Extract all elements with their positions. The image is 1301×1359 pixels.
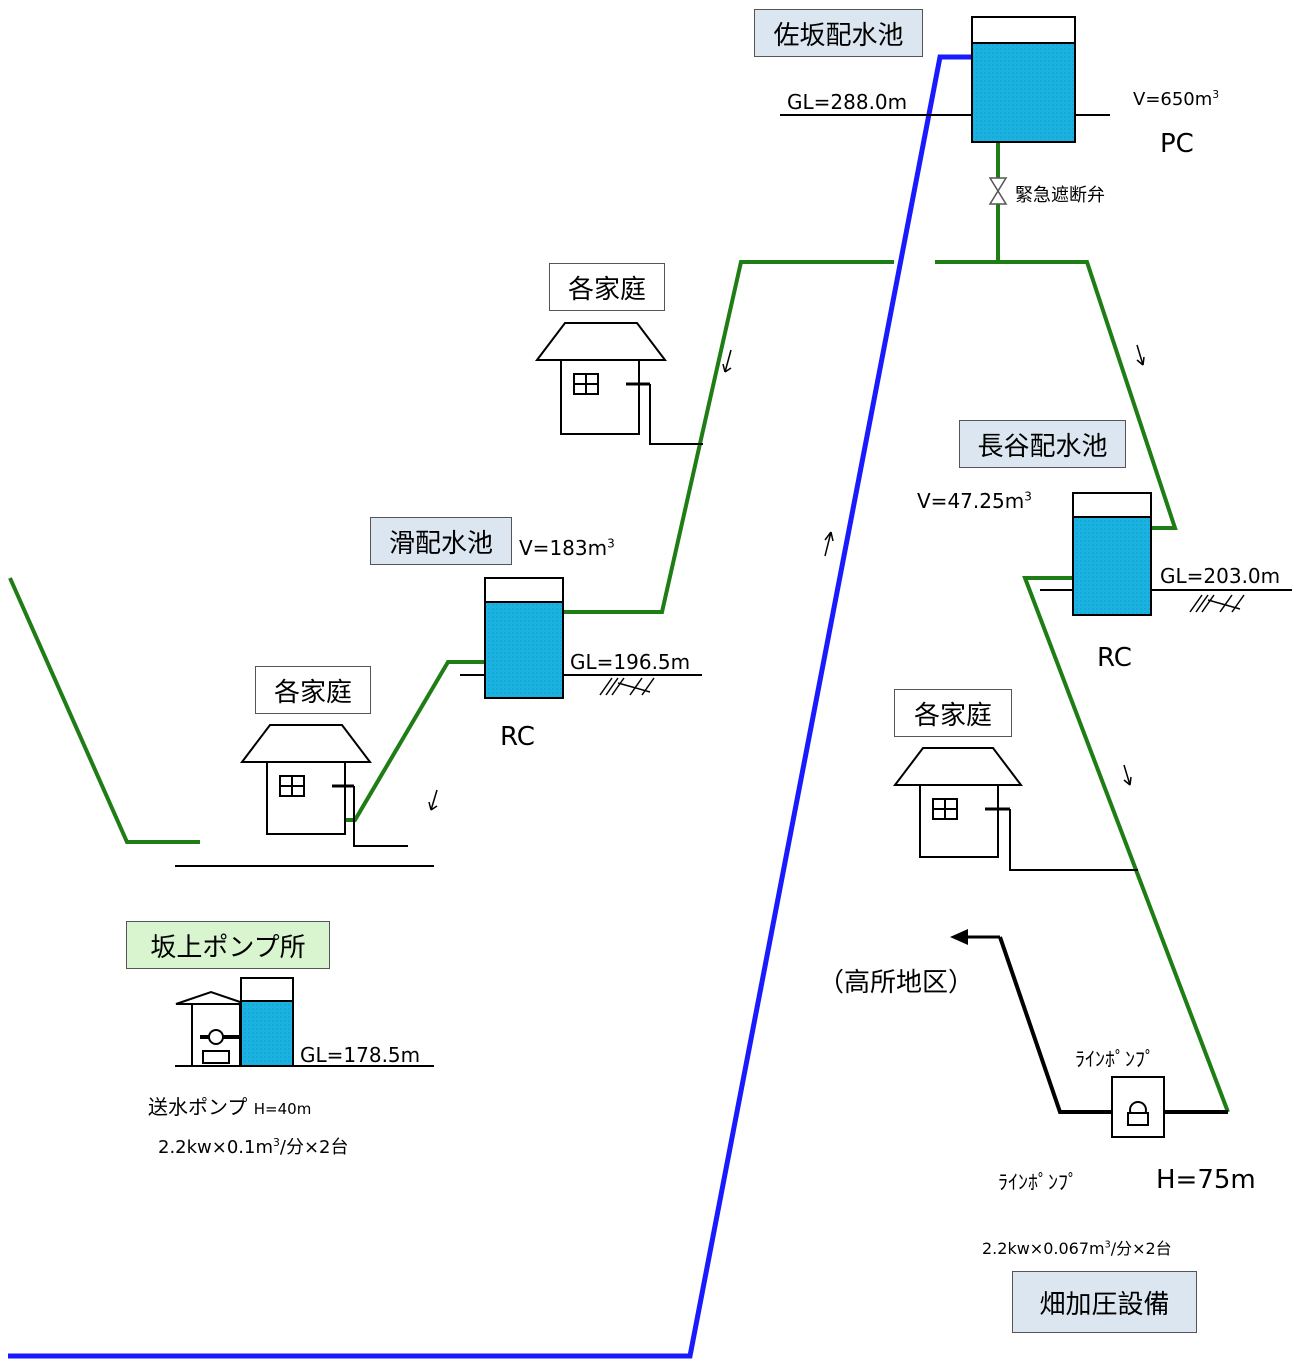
hase-reservoir-label: 長谷配水池 [959, 420, 1126, 468]
transmission-main-blue [8, 54, 972, 1359]
house-right-label: 各家庭 [894, 689, 1012, 737]
pump-gl: GL=178.5m [300, 1043, 421, 1067]
house-right-icon [892, 747, 1138, 871]
name-reservoir-tank [460, 577, 702, 699]
house-mid-left-icon [239, 724, 408, 847]
sasaka-gl: GL=288.0m [787, 90, 908, 114]
hase-reservoir-tank [1040, 492, 1292, 616]
sasaka-pc: PC [1160, 129, 1194, 159]
send-pump-label: 送水ポンプ H=40m [148, 1095, 312, 1119]
house-mid-left-label: 各家庭 [255, 666, 371, 714]
house-top-icon [534, 322, 703, 445]
line-pump-spec: 2.2kw×0.067m3/分×2台 [982, 1239, 1172, 1258]
line-pump-top-label: ﾗｲﾝﾎﾟﾝﾌﾟ [1075, 1047, 1155, 1071]
send-pump-spec: 2.2kw×0.1m3/分×2台 [158, 1136, 349, 1158]
flow-arrows [428, 344, 1145, 811]
hase-gl: GL=203.0m [1160, 564, 1281, 588]
pump-station-label: 坂上ポンプ所 [126, 921, 330, 969]
name-gl: GL=196.5m [570, 650, 691, 674]
sasaka-reservoir-tank [780, 16, 1110, 143]
line-pump-head: H=75m [1156, 1165, 1256, 1195]
hase-rc: RC [1097, 643, 1132, 673]
high-area-label: （高所地区） [818, 968, 975, 998]
name-reservoir-label: 滑配水池 [370, 517, 512, 565]
sasaka-reservoir-label: 佐坂配水池 [754, 9, 923, 57]
name-volume: V=183m3 [519, 536, 615, 560]
line-pump-bottom-label: ﾗｲﾝﾎﾟﾝﾌﾟ [998, 1170, 1078, 1194]
line-pump-unit [950, 929, 1228, 1138]
pump-station-building [175, 865, 434, 1067]
booster-label: 畑加圧設備 [1012, 1271, 1197, 1333]
name-rc: RC [500, 722, 535, 752]
emergency-valve-icon [988, 177, 1008, 205]
emergency-valve-label: 緊急遮断弁 [1015, 185, 1105, 206]
hase-volume: V=47.25m3 [917, 489, 1032, 513]
house-top-label: 各家庭 [549, 263, 665, 311]
sasaka-volume: V=650m3 [1133, 88, 1220, 110]
